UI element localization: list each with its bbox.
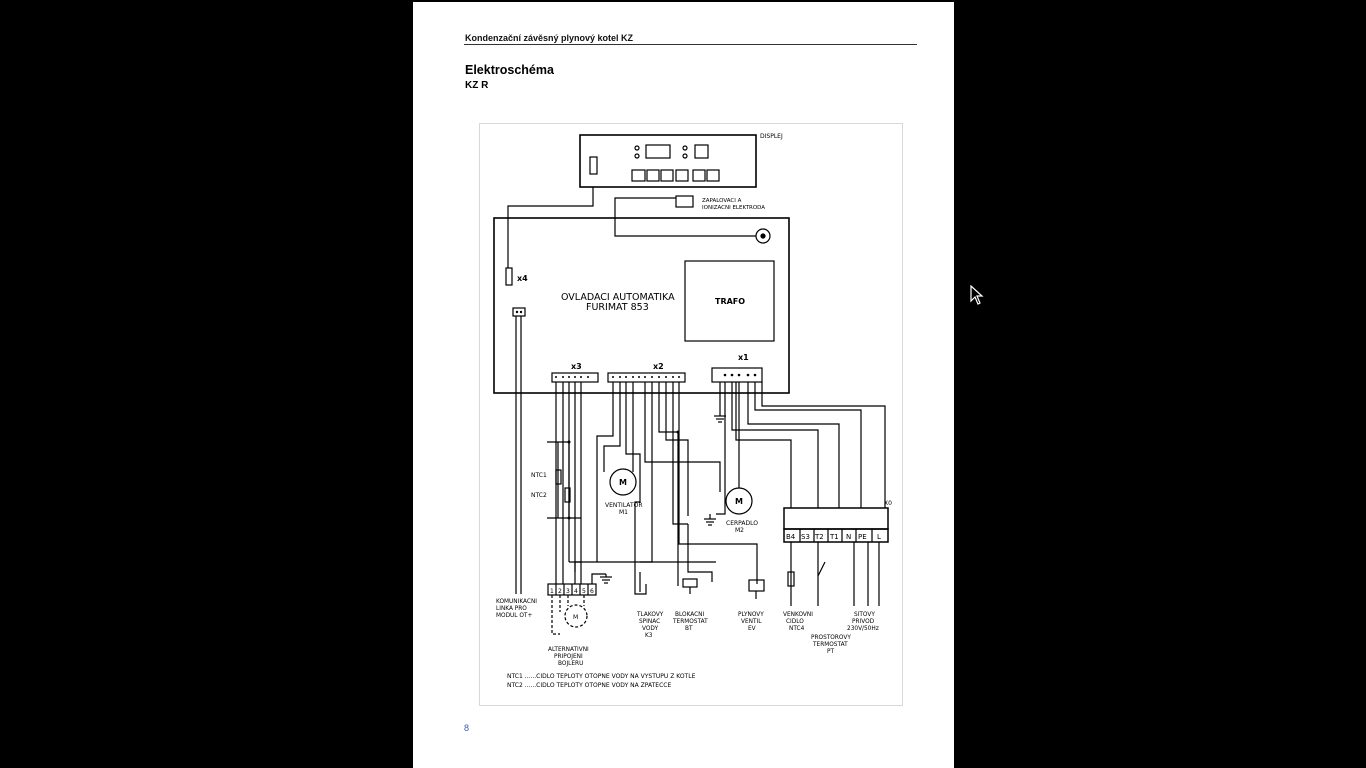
page-number: 8 bbox=[464, 723, 470, 733]
legend-ntc2: NTC2 ......CIDLO TEPLOTY OTOPNE VODY NA … bbox=[507, 682, 671, 689]
comm-label-2: LINKA PRO bbox=[496, 606, 527, 612]
pressure-label-1: TLAKOVY bbox=[636, 612, 664, 618]
terminal-b4: B4 bbox=[786, 533, 796, 541]
boiler-terminal-labels: 1 2 3 4 5 6 bbox=[550, 588, 594, 595]
fan-code: M1 bbox=[619, 509, 628, 516]
page-subtitle: KZ R bbox=[465, 80, 489, 91]
outdoor-label-2: CIDLO bbox=[786, 619, 804, 625]
ntc2-label: NTC2 bbox=[531, 492, 547, 499]
outdoor-label-1: VENKOVNI bbox=[783, 612, 813, 618]
block-label-3: BT bbox=[685, 626, 693, 632]
x4-label: x4 bbox=[517, 274, 528, 283]
document-page: Kondenzační závěsný plynový kotel KZ Ele… bbox=[413, 2, 954, 768]
wiring-diagram: DISPLEJ ZAPALOVACI A IONIZACNI ELEKTRODA… bbox=[479, 123, 903, 706]
terminal-s3: S3 bbox=[801, 533, 810, 541]
fan-motor-symbol: M bbox=[619, 478, 627, 487]
terminal-l: L bbox=[877, 533, 881, 541]
header-rule bbox=[464, 44, 917, 45]
block-label-1: BLOKACNI bbox=[675, 612, 705, 618]
comm-label-1: KOMUNIKACNI bbox=[496, 599, 537, 605]
x0-label: X0 bbox=[884, 500, 892, 507]
terminal-labels: B4 S3 T2 T1 N PE L bbox=[786, 533, 881, 541]
component-captions: KOMUNIKACNI LINKA PRO MODUL OT+ ALTERNAT… bbox=[496, 599, 879, 667]
mains-label-3: 230V/50Hz bbox=[847, 626, 879, 632]
block-label-2: TERMOSTAT bbox=[672, 619, 708, 625]
pump-motor-symbol: M bbox=[735, 497, 743, 506]
page-title: Elektroschéma bbox=[465, 63, 554, 77]
ignition-label-2: IONIZACNI ELEKTRODA bbox=[702, 205, 765, 211]
alt-label-3: BOJLERU bbox=[558, 661, 583, 667]
boiler-terminal-3: 3 bbox=[566, 588, 570, 595]
boiler-terminal-4: 4 bbox=[574, 588, 578, 595]
valve-label-1: PLYNOVY bbox=[738, 612, 764, 618]
fan-label: VENTILATOR bbox=[605, 502, 643, 509]
wiring-diagram-svg: DISPLEJ ZAPALOVACI A IONIZACNI ELEKTRODA… bbox=[493, 133, 892, 689]
board-label-2: FURIMAT 853 bbox=[586, 302, 649, 313]
boiler-motor-symbol: M bbox=[573, 614, 578, 621]
x1-label: x1 bbox=[738, 353, 749, 362]
room-label-2: TERMOSTAT bbox=[812, 642, 848, 648]
ntc1-label: NTC1 bbox=[531, 472, 547, 479]
pressure-label-4: K3 bbox=[645, 633, 653, 639]
x3-label: x3 bbox=[571, 362, 582, 371]
terminal-n: N bbox=[846, 533, 851, 541]
room-label-3: PT bbox=[827, 649, 834, 655]
pump-label: CERPADLO bbox=[726, 520, 758, 527]
x2-label: x2 bbox=[653, 362, 664, 371]
valve-label-2: VENTIL bbox=[741, 619, 762, 625]
valve-label-3: EV bbox=[748, 626, 756, 632]
terminal-t1: T1 bbox=[829, 533, 839, 541]
boiler-terminal-2: 2 bbox=[558, 588, 562, 595]
boiler-terminal-6: 6 bbox=[590, 588, 594, 595]
board-label-1: OVLADACI AUTOMATIKA bbox=[561, 292, 675, 303]
running-header: Kondenzační závěsný plynový kotel KZ bbox=[465, 33, 634, 43]
alt-label-2: PRIPOJENI bbox=[554, 654, 583, 660]
alt-label-1: ALTERNATIVNI bbox=[548, 647, 589, 653]
display-label: DISPLEJ bbox=[760, 133, 783, 140]
pressure-label-2: SPINAC bbox=[639, 619, 660, 625]
boiler-terminal-1: 1 bbox=[550, 588, 554, 595]
comm-label-3: MODUL OT+ bbox=[496, 613, 532, 619]
pressure-label-3: VODY bbox=[642, 626, 659, 632]
terminal-t2: T2 bbox=[814, 533, 824, 541]
boiler-terminal-5: 5 bbox=[582, 588, 586, 595]
mouse-cursor-icon bbox=[970, 284, 984, 310]
trafo-label: TRAFO bbox=[715, 297, 745, 306]
pump-code: M2 bbox=[735, 527, 744, 534]
outdoor-label-3: NTC4 bbox=[789, 626, 805, 632]
room-label-1: PROSTOROVY bbox=[811, 635, 851, 641]
mains-label-2: PRIVOD bbox=[852, 619, 875, 625]
terminal-pe: PE bbox=[858, 533, 867, 541]
ignition-label-1: ZAPALOVACI A bbox=[702, 198, 742, 204]
legend-ntc1: NTC1 ......CIDLO TEPLOTY OTOPNE VODY NA … bbox=[507, 673, 696, 680]
mains-label-1: SITOVY bbox=[854, 612, 875, 618]
